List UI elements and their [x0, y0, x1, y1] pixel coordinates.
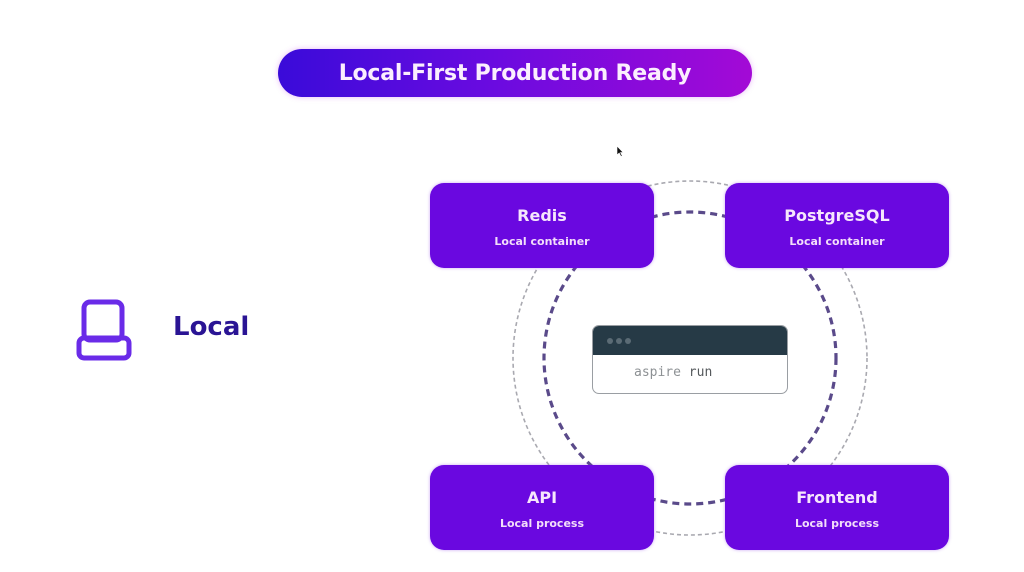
node-name: Frontend [796, 487, 878, 507]
node-frontend: Frontend Local process [725, 465, 949, 550]
node-name: API [526, 487, 558, 507]
window-dot-icon [616, 337, 622, 344]
command-argument: run [688, 365, 713, 380]
window-dot-icon [625, 337, 631, 344]
node-postgresql: PostgreSQL Local container [725, 183, 949, 268]
node-type: Local process [794, 516, 880, 530]
node-type: Local process [499, 516, 585, 530]
terminal-title-bar [593, 326, 787, 355]
node-api: API Local process [430, 465, 654, 550]
inner-ring [542, 210, 838, 506]
mouse-cursor-icon [616, 145, 624, 157]
window-dot-icon [607, 337, 613, 344]
terminal-command: aspire run [593, 355, 787, 380]
node-name: PostgreSQL [784, 205, 890, 225]
environment-label: Local [173, 312, 250, 342]
node-type: Local container [494, 234, 590, 248]
outer-ring [512, 180, 868, 536]
node-redis: Redis Local container [430, 183, 654, 268]
title-text: Local-First Production Ready [338, 60, 692, 86]
node-type: Local container [789, 234, 885, 248]
laptop-icon [76, 299, 132, 361]
node-name: Redis [517, 205, 567, 225]
command-name: aspire [634, 365, 681, 380]
title-banner: Local-First Production Ready [278, 49, 752, 97]
terminal-window: aspire run [592, 325, 788, 394]
